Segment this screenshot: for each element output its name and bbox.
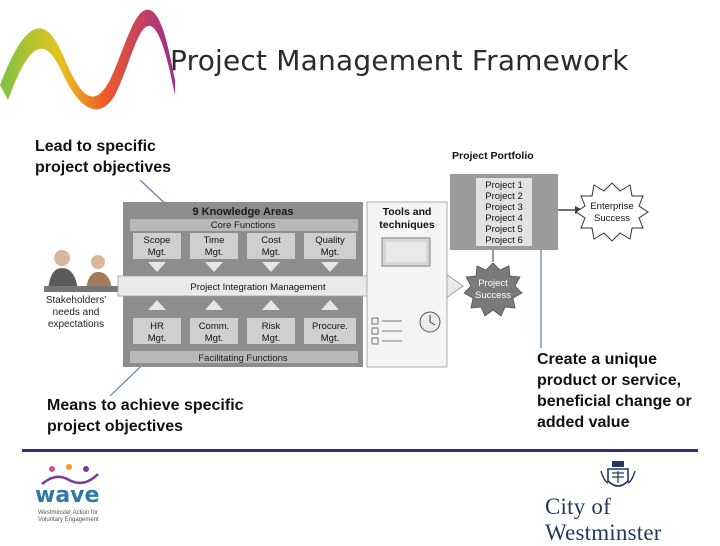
note-bottom-left-line1: Means to achieve specific bbox=[47, 397, 244, 414]
core-box-scope bbox=[133, 233, 181, 259]
project-4: Project 4 bbox=[485, 213, 523, 224]
fac-box-procure bbox=[304, 318, 356, 344]
fac-risk-l2: Mgt. bbox=[262, 333, 280, 344]
project-1: Project 1 bbox=[485, 180, 523, 191]
core-time-l2: Mgt. bbox=[205, 247, 223, 258]
westminster-crest-icon bbox=[600, 461, 636, 487]
project-success-burst bbox=[463, 262, 523, 317]
project-3: Project 3 bbox=[485, 202, 523, 213]
fac-box-comm bbox=[190, 318, 238, 344]
wave-decoration bbox=[0, 9, 175, 110]
wave-tag-line2: Voluntary Engagement bbox=[38, 517, 99, 523]
stakeholders-l1: Stakeholders' bbox=[46, 295, 106, 306]
core-box-time bbox=[190, 233, 238, 259]
core-functions-band bbox=[130, 219, 358, 231]
core-scope-l2: Mgt. bbox=[148, 247, 166, 258]
stakeholders-l2: needs and bbox=[53, 307, 100, 318]
knowledge-areas-title: 9 Knowledge Areas bbox=[192, 206, 293, 218]
core-time-l1: Time bbox=[204, 235, 225, 246]
note-top-left-line2: project objectives bbox=[35, 159, 172, 176]
project-success-l2: Success bbox=[475, 290, 511, 301]
project-2: Project 2 bbox=[485, 191, 523, 202]
tools-box bbox=[366, 201, 448, 368]
note-right-line2: product or service, bbox=[537, 372, 682, 389]
down-chevrons bbox=[148, 262, 339, 272]
wave-tag-line1: Westminster Action for bbox=[38, 510, 98, 516]
note-top-left-line1: Lead to specific bbox=[35, 138, 156, 155]
tools-l2: techniques bbox=[379, 219, 435, 231]
core-quality-l1: Quality bbox=[315, 235, 345, 246]
core-cost-l1: Cost bbox=[261, 235, 281, 246]
stakeholders-l3: expectations bbox=[48, 319, 104, 330]
fac-comm-l2: Mgt. bbox=[205, 333, 223, 344]
core-box-quality bbox=[304, 233, 356, 259]
core-functions-label: Core Functions bbox=[211, 220, 276, 231]
facilitating-band bbox=[130, 351, 358, 363]
facilitating-label: Facilitating Functions bbox=[198, 353, 287, 364]
note-right-line3: beneficial change or bbox=[537, 393, 692, 410]
project-5: Project 5 bbox=[485, 224, 523, 235]
enterprise-l1: Enterprise bbox=[590, 201, 633, 212]
project-success-l1: Project bbox=[478, 278, 508, 289]
fac-hr-l2: Mgt. bbox=[148, 333, 166, 344]
integration-label: Project Integration Management bbox=[190, 282, 326, 293]
fac-procure-l2: Mgt. bbox=[321, 333, 339, 344]
slide-title: Project Management Framework bbox=[170, 44, 629, 77]
note-top-left: Lead to specific project objectives bbox=[35, 136, 235, 178]
fac-hr-l1: HR bbox=[150, 321, 164, 332]
wave-logo-word: wave bbox=[35, 483, 100, 508]
core-cost-l2: Mgt. bbox=[262, 247, 280, 258]
fac-risk-l1: Risk bbox=[262, 321, 281, 332]
up-chevrons bbox=[148, 300, 339, 310]
portfolio-list bbox=[476, 178, 532, 246]
note-bottom-left: Means to achieve specific project object… bbox=[47, 395, 307, 437]
fac-box-risk bbox=[247, 318, 295, 344]
fac-comm-l1: Comm. bbox=[199, 321, 230, 332]
core-quality-l2: Mgt. bbox=[321, 247, 339, 258]
fac-box-hr bbox=[133, 318, 181, 344]
tools-l1: Tools and bbox=[383, 206, 432, 218]
note-right-line1: Create a unique bbox=[537, 351, 658, 368]
wave-logo-tagline: Westminster Action for Voluntary Engagem… bbox=[38, 510, 99, 524]
framework-diagram: 9 Knowledge Areas Core Functions Scope M… bbox=[44, 150, 649, 397]
project-6: Project 6 bbox=[485, 235, 523, 246]
note-right: Create a unique product or service, bene… bbox=[537, 349, 717, 433]
note-right-line4: added value bbox=[537, 414, 630, 431]
fac-procure-l1: Procure. bbox=[312, 321, 348, 332]
enterprise-l2: Success bbox=[594, 213, 630, 224]
stakeholders-illustration bbox=[44, 250, 118, 292]
divider-rule bbox=[22, 449, 698, 452]
portfolio-title: Project Portfolio bbox=[452, 150, 534, 162]
enterprise-success-burst bbox=[575, 182, 649, 242]
note-bottom-left-line2: project objectives bbox=[47, 418, 184, 435]
checklist-icon bbox=[371, 317, 402, 345]
core-box-cost bbox=[247, 233, 295, 259]
wave-logo-icon bbox=[41, 464, 99, 485]
westminster-logo-text: City of Westminster bbox=[545, 494, 662, 545]
core-scope-l1: Scope bbox=[144, 235, 171, 246]
